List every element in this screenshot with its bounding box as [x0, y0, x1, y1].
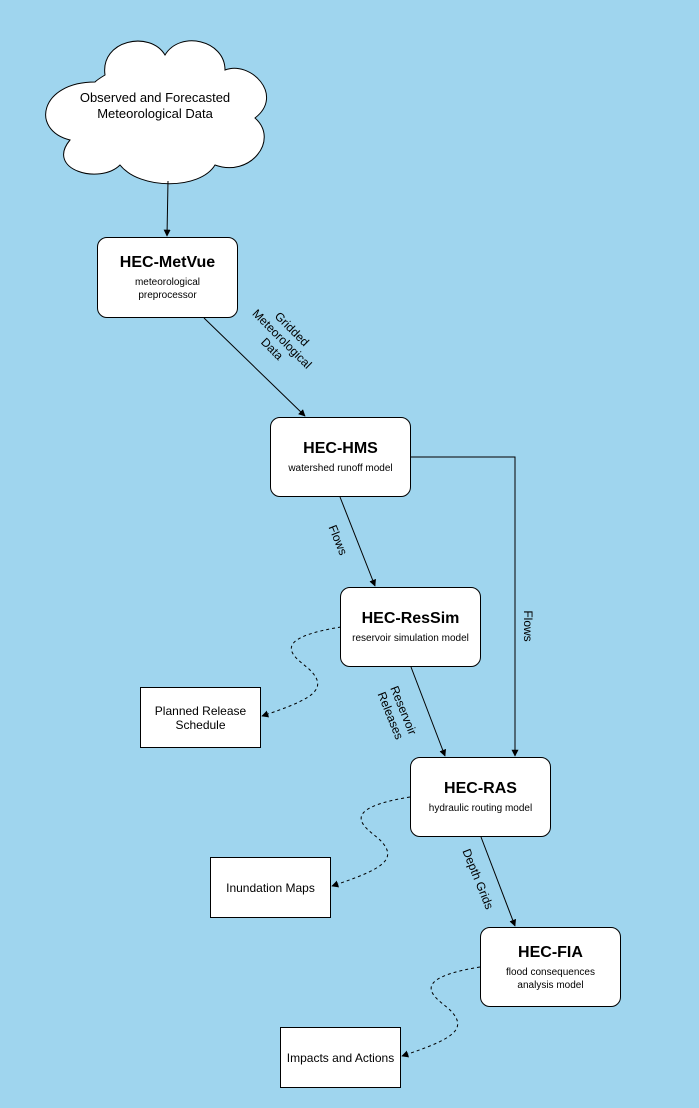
node-subtitle: reservoir simulation model — [352, 633, 469, 644]
node-title: HEC-MetVue — [119, 254, 216, 271]
node-hec-hms[interactable]: HEC-HMS watershed runoff model — [270, 417, 411, 497]
edge-fia-impacts — [401, 966, 481, 1058]
node-hec-fia[interactable]: HEC-FIA flood consequences analysis mode… — [480, 927, 621, 1007]
output-text: Impacts and Actions — [286, 1050, 395, 1065]
cloud-shape — [45, 40, 268, 185]
node-subtitle: hydraulic routing model — [428, 803, 533, 814]
output-planned-release-schedule[interactable]: Planned Release Schedule — [140, 687, 261, 748]
node-subtitle-line1: flood consequences — [506, 966, 595, 978]
output-inundation-maps[interactable]: Inundation Maps — [210, 857, 331, 918]
cloud-text-line2: Meteorological Data — [97, 106, 213, 121]
edge-metvue-hms — [203, 317, 306, 417]
node-subtitle-line2: analysis model — [517, 979, 584, 991]
cloud-text-line1: Observed and Forecasted — [79, 90, 231, 105]
node-title: HEC-FIA — [518, 943, 583, 961]
node-title: HEC-ResSim — [361, 610, 460, 627]
node-title: HEC-HMS — [303, 440, 378, 457]
node-subtitle-line1: meteorological — [134, 277, 201, 288]
output-text-line1: Planned Release — [154, 703, 247, 718]
node-subtitle: watershed runoff model — [288, 463, 393, 474]
edge-hms-ressim — [339, 496, 376, 587]
edge-ressim-ras — [410, 666, 447, 757]
edge-hms-ras — [410, 456, 519, 757]
edge-ressim-planned-release — [261, 626, 342, 718]
edge-label-flows-hms-ras: Flows — [521, 610, 535, 642]
node-subtitle: flood consequences analysis model — [506, 966, 595, 992]
node-subtitle-line2: preprocessor — [138, 290, 197, 301]
node-subtitle: meteorological preprocessor — [135, 276, 200, 302]
node-hec-metvue[interactable]: HEC-MetVue meteorological preprocessor — [97, 237, 238, 318]
edge-ras-fia — [480, 836, 517, 927]
output-text-line2: Schedule — [175, 717, 226, 732]
node-hec-ras[interactable]: HEC-RAS hydraulic routing model — [410, 757, 551, 837]
node-hec-ressim[interactable]: HEC-ResSim reservoir simulation model — [340, 587, 481, 667]
edge-cloud-metvue — [163, 180, 171, 237]
cloud-observed-forecasted-data: Observed and Forecasted Meteorological D… — [60, 90, 250, 122]
node-title: HEC-RAS — [444, 780, 517, 797]
output-text: Inundation Maps — [226, 880, 315, 895]
edge-ras-inundation — [331, 796, 411, 888]
output-impacts-and-actions[interactable]: Impacts and Actions — [280, 1027, 401, 1088]
